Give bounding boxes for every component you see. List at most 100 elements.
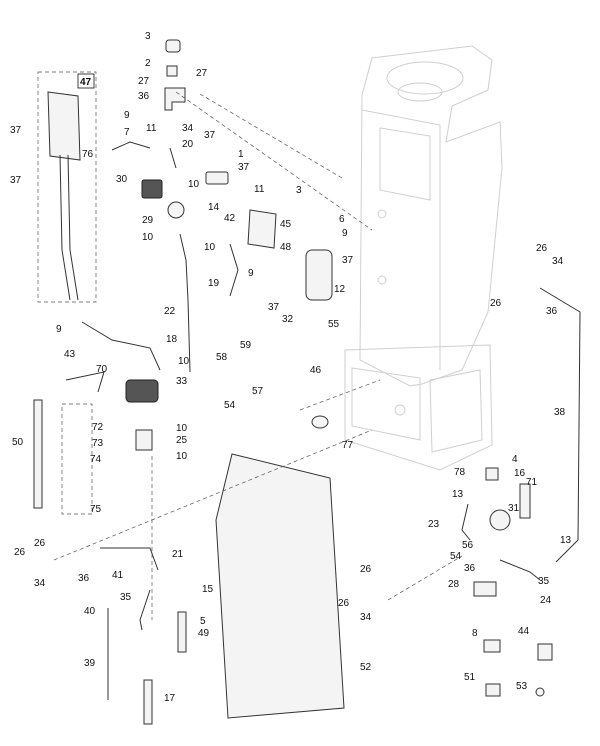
callout-10: 10 xyxy=(142,232,154,243)
callout-37: 37 xyxy=(204,130,216,141)
callout-45: 45 xyxy=(280,219,292,230)
callout-34: 34 xyxy=(34,578,46,589)
callout-34: 34 xyxy=(552,256,564,267)
callout-11: 11 xyxy=(254,184,265,195)
callout-24: 24 xyxy=(540,595,552,606)
callout-19: 19 xyxy=(208,278,220,289)
callout-26: 26 xyxy=(360,564,372,575)
callout-3: 3 xyxy=(296,185,302,196)
callout-48: 48 xyxy=(280,242,292,253)
callout-41: 41 xyxy=(112,570,124,581)
callout-37: 37 xyxy=(10,125,22,136)
callout-5: 5 xyxy=(200,616,206,627)
callout-32: 32 xyxy=(282,314,294,325)
callout-36: 36 xyxy=(78,573,90,584)
callout-38: 38 xyxy=(554,407,566,418)
callout-26: 26 xyxy=(34,538,46,549)
callout-9: 9 xyxy=(56,324,62,335)
callout-27: 27 xyxy=(196,68,208,79)
callout-34: 34 xyxy=(360,612,372,623)
callout-33: 33 xyxy=(176,376,188,387)
parts xyxy=(33,39,581,725)
callout-50: 50 xyxy=(12,437,24,448)
callout-40: 40 xyxy=(84,606,96,617)
callout-49: 49 xyxy=(198,628,210,639)
callout-28: 28 xyxy=(448,579,460,590)
callout-54: 54 xyxy=(450,551,462,562)
callout-73: 73 xyxy=(92,438,104,449)
callout-20: 20 xyxy=(182,139,194,150)
callout-53: 53 xyxy=(516,681,528,692)
group-box-label: 47 xyxy=(80,77,92,88)
callout-35: 35 xyxy=(538,576,550,587)
callout-12: 12 xyxy=(334,284,346,295)
callout-70: 70 xyxy=(96,364,108,375)
callout-43: 43 xyxy=(64,349,76,360)
callout-13: 13 xyxy=(452,489,464,500)
callout-16: 16 xyxy=(514,468,526,479)
callout-9: 9 xyxy=(342,228,348,239)
callout-7: 7 xyxy=(124,127,130,138)
callout-72: 72 xyxy=(92,422,104,433)
callout-44: 44 xyxy=(518,626,530,637)
callout-11: 11 xyxy=(146,123,157,134)
callout-29: 29 xyxy=(142,215,154,226)
callout-76: 76 xyxy=(82,149,94,160)
callout-71: 71 xyxy=(526,477,538,488)
callout-74: 74 xyxy=(90,454,102,465)
callout-10: 10 xyxy=(178,356,190,367)
callout-51: 51 xyxy=(464,672,476,683)
callout-3: 3 xyxy=(145,31,151,42)
callout-46: 46 xyxy=(310,365,322,376)
callout-75: 75 xyxy=(90,504,102,515)
callout-27: 27 xyxy=(138,76,150,87)
callout-14: 14 xyxy=(208,202,220,213)
callout-37: 37 xyxy=(268,302,280,313)
callout-22: 22 xyxy=(164,306,176,317)
callout-6: 6 xyxy=(339,214,345,225)
callout-2: 2 xyxy=(145,58,151,69)
callout-37: 37 xyxy=(238,162,250,173)
callout-25: 25 xyxy=(176,435,188,446)
callout-36: 36 xyxy=(138,91,150,102)
callout-26: 26 xyxy=(536,243,548,254)
callout-26: 26 xyxy=(14,547,26,558)
callout-23: 23 xyxy=(428,519,440,530)
callout-9: 9 xyxy=(248,268,254,279)
callout-36: 36 xyxy=(546,306,558,317)
callout-10: 10 xyxy=(204,242,216,253)
assembly-lines xyxy=(53,91,463,620)
callout-58: 58 xyxy=(216,352,228,363)
callout-13: 13 xyxy=(560,535,572,546)
callout-1: 1 xyxy=(238,149,244,160)
group-box-47: 47 xyxy=(37,71,97,303)
tank-casing xyxy=(344,45,503,471)
callout-30: 30 xyxy=(116,174,128,185)
callout-77: 77 xyxy=(342,440,354,451)
callout-37: 37 xyxy=(10,175,22,186)
callout-54: 54 xyxy=(224,400,236,411)
callout-35: 35 xyxy=(120,592,132,603)
callout-59: 59 xyxy=(240,340,252,351)
callout-21: 21 xyxy=(172,549,184,560)
callout-78: 78 xyxy=(454,467,466,478)
callout-42: 42 xyxy=(224,213,236,224)
callout-26: 26 xyxy=(490,298,502,309)
callout-31: 31 xyxy=(508,503,520,514)
callout-17: 17 xyxy=(164,693,176,704)
callout-36: 36 xyxy=(464,563,476,574)
callout-26: 26 xyxy=(338,598,350,609)
callout-57: 57 xyxy=(252,386,264,397)
callout-55: 55 xyxy=(328,319,340,330)
callout-39: 39 xyxy=(84,658,96,669)
callout-10: 10 xyxy=(188,179,200,190)
callout-9: 9 xyxy=(124,110,130,121)
callout-18: 18 xyxy=(166,334,178,345)
callout-10: 10 xyxy=(176,451,188,462)
callout-52: 52 xyxy=(360,662,372,673)
callout-15: 15 xyxy=(202,584,214,595)
callout-4: 4 xyxy=(512,454,518,465)
callout-34: 34 xyxy=(182,123,194,134)
callout-56: 56 xyxy=(462,540,474,551)
